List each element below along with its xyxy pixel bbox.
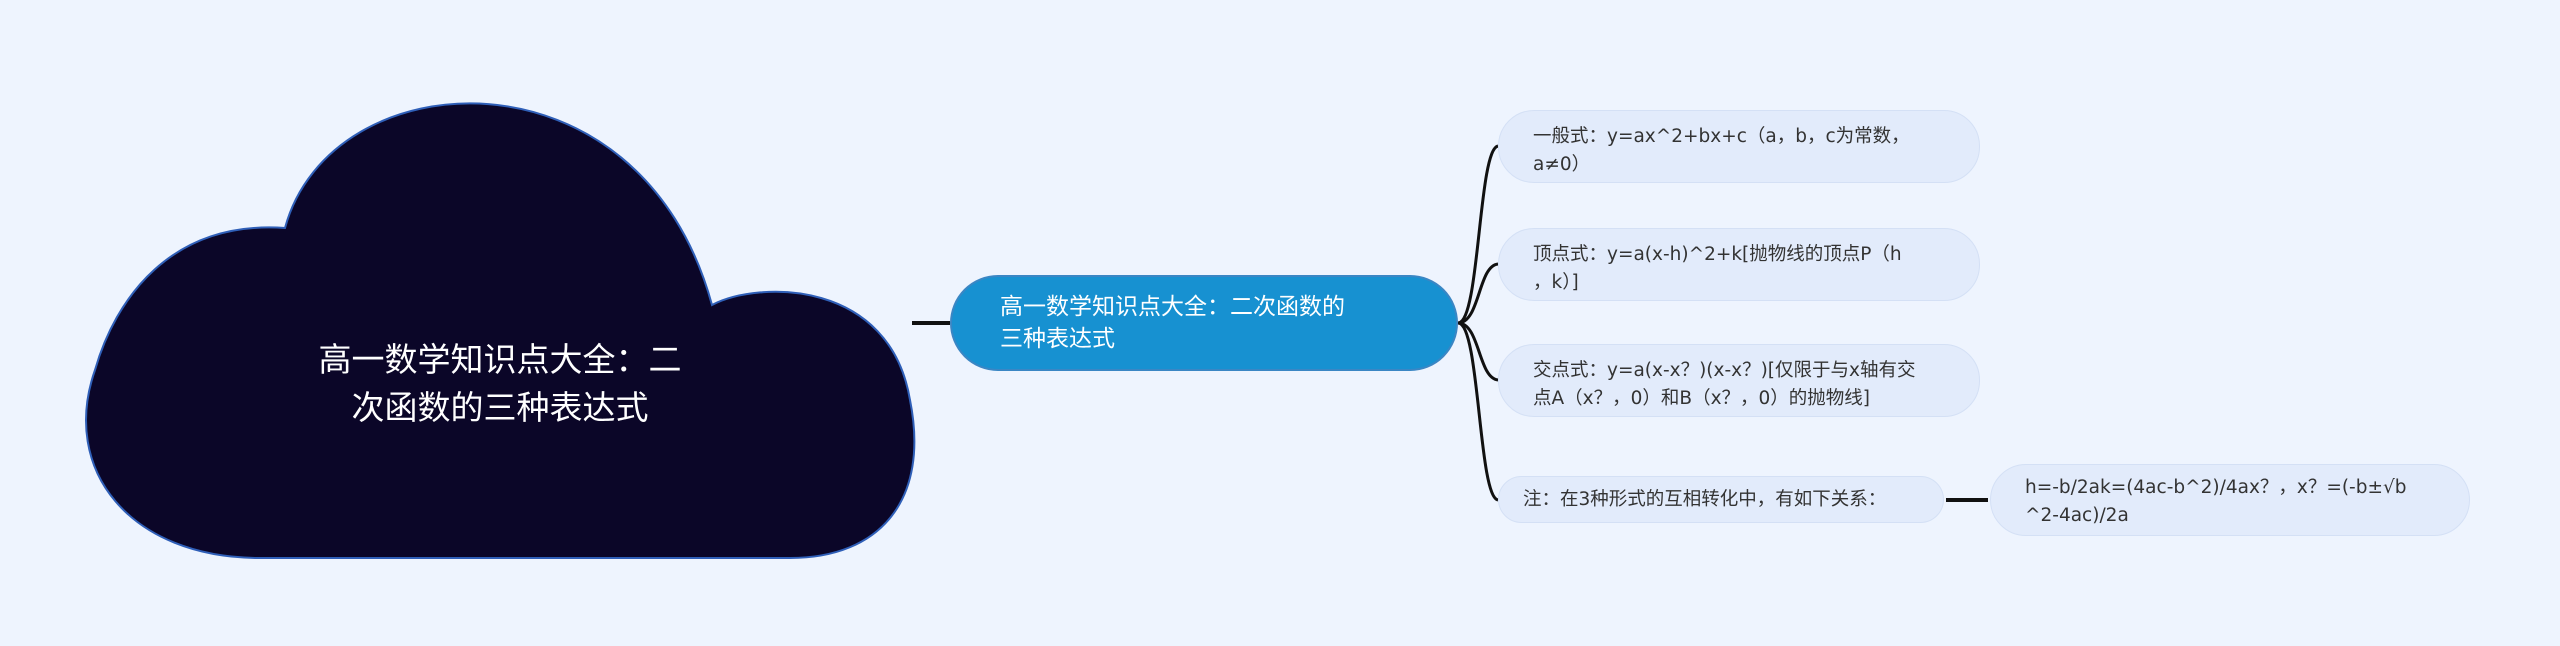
main-to-branch-2-connector (1457, 262, 1499, 325)
branch-2-line-1: 顶点式：y=a(x-h)^2+k[抛物线的顶点P（h (1533, 244, 1902, 265)
branch-1-line-2: a≠0） (1533, 154, 1591, 175)
leaf-line-2: ^2-4ac)/2a (2025, 505, 2129, 526)
main-to-branch-1-connector (1457, 144, 1499, 325)
leaf-node-relations[interactable]: h=-b/2ak=(4ac-b^2)/4ax？，x？=(-b±√b ^2-4ac… (1990, 464, 2470, 536)
branch-node-vertex-form[interactable]: 顶点式：y=a(x-h)^2+k[抛物线的顶点P（h ，k）] (1498, 228, 1980, 301)
branch-2-line-2: ，k）] (1533, 272, 1579, 293)
main-topic-line-2: 三种表达式 (1000, 326, 1115, 352)
branch-node-note[interactable]: 注：在3种形式的互相转化中，有如下关系： (1498, 476, 1944, 523)
branch-4-line-1: 注：在3种形式的互相转化中，有如下关系： (1523, 489, 1887, 510)
branch-node-intercept-form[interactable]: 交点式：y=a(x-x？)(x-x？)[仅限于与x轴有交 点A（x？，0）和B（… (1498, 344, 1980, 417)
root-title-line-1: 高一数学知识点大全：二 (318, 340, 682, 379)
branch-3-line-2: 点A（x？，0）和B（x？，0）的抛物线] (1533, 388, 1871, 409)
main-topic-line-1: 高一数学知识点大全：二次函数的 (1000, 294, 1345, 320)
branch-1-line-1: 一般式：y=ax^2+bx+c（a，b，c为常数， (1533, 126, 1910, 147)
branch-node-general-form[interactable]: 一般式：y=ax^2+bx+c（a，b，c为常数， a≠0） (1498, 110, 1980, 183)
root-cloud-shape (85, 102, 916, 559)
branch-3-line-1: 交点式：y=a(x-x？)(x-x？)[仅限于与x轴有交 (1533, 360, 1916, 381)
main-to-branch-3-connector (1457, 321, 1499, 382)
main-topic-node[interactable]: 高一数学知识点大全：二次函数的 三种表达式 (950, 275, 1458, 371)
leaf-line-1: h=-b/2ak=(4ac-b^2)/4ax？，x？=(-b±√b (2025, 477, 2407, 498)
root-node-title[interactable]: 高一数学知识点大全：二 次函数的三种表达式 (290, 336, 710, 432)
main-to-branch-4-connector (1457, 321, 1499, 502)
root-title-line-2: 次函数的三种表达式 (351, 388, 649, 427)
